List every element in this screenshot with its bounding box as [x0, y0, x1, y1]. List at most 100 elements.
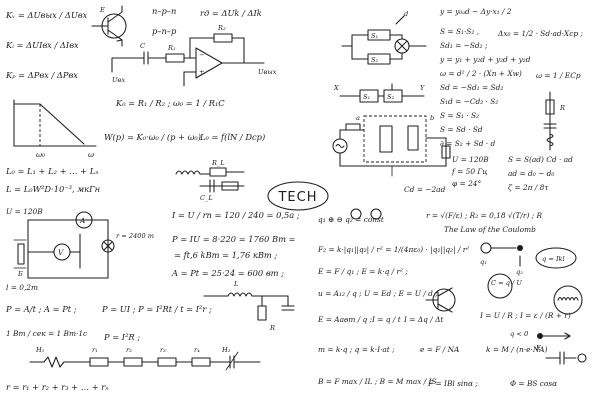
sd-formula: Sd = −Sd₁ = Sd₂: [440, 83, 503, 92]
op-amp-circuit: − + C R₁ R₂ Uвх Uвых: [111, 24, 277, 87]
x-label: X: [333, 84, 339, 92]
s4-formula: S = Sd · Sd: [440, 125, 483, 134]
ikl-circle: q = Ikl: [535, 247, 577, 269]
sensor-block-diagram: S₁ S₂ d: [341, 10, 427, 65]
b-label: b: [430, 114, 434, 122]
xw-formula: Δx₀ = 1/2 · Sd·ad·Xcp ;: [497, 29, 583, 38]
y-label: Y: [420, 84, 425, 92]
r-ef-formula: r = √(F/ε) ; R₂ = 0,18 √(T/r) ; R: [426, 211, 543, 220]
dashed-circuit: a b: [332, 114, 451, 177]
kp-formula: Kₚ = ΔPвх / ΔPвх: [5, 70, 78, 80]
cd-formula: Cd = −2ad: [404, 185, 446, 194]
lrc-network: L R: [203, 280, 295, 332]
h1-label: H₁: [35, 346, 44, 354]
s5-formula: ∂ = S₂ + Sd · d: [440, 139, 495, 148]
power2-formula: = ft,6 kВm = 1,76 кВт ;: [174, 250, 277, 260]
s3-formula: S = S₁ · S₂: [440, 111, 479, 120]
right-small-circuit: R: [543, 91, 565, 151]
xw2-formula: ω = d² / 2 · (Xn + Xw): [440, 69, 522, 78]
tech-badge: TECH: [267, 181, 329, 211]
ikl-formula: q = Ikl: [542, 255, 565, 263]
coulomb-label: The Law of the Coulomb: [444, 225, 536, 234]
capacitor-circle: C = q / U: [487, 273, 522, 299]
measurement-circuit: A V Б r = 2400 m: [13, 211, 154, 279]
svg-text:+: +: [199, 68, 205, 76]
e-fna-formula: e = F / NA: [420, 345, 459, 354]
cl-label: C_L: [200, 194, 213, 202]
voltmeter-icon: V: [53, 243, 71, 261]
rd-formula: rд = ΔUk / ΔIk: [200, 8, 262, 18]
resistor-chain: H₁ r₁ r₂ r₃ r₄ H₂: [29, 346, 261, 371]
q0-label: q < 0: [510, 330, 528, 338]
ammeter-icon: A: [75, 211, 93, 229]
mkq-formula: m = k·q ; q = k·I·at ;: [318, 345, 395, 354]
svg-text:R: R: [559, 104, 565, 112]
y1-formula: y = y₀ₐd − Δy·x₁ / 2: [439, 7, 512, 16]
b-formula: B = F max / IL ; B = M max / IS: [317, 377, 437, 386]
rheostat-label: r = 2400 m: [116, 232, 154, 240]
r1-label: R₁: [167, 44, 176, 52]
omega-label: ω: [88, 150, 94, 159]
s1-label: S₁: [371, 32, 378, 40]
s2-formula: S₁d = −Cd₂ · S₂: [440, 97, 498, 106]
pair-formula: y = y₁ + y₂d + y₂d + y₂d: [439, 55, 531, 64]
coulomb-formula: F₂ = k·|q₁||q₂| / r² = 1/(4πε₀) · |q₁||q…: [317, 245, 469, 254]
transistor-e-label: E: [99, 6, 105, 14]
battery-label: Б: [17, 270, 23, 278]
op-amp-icon: − +: [195, 47, 223, 79]
ko-formula: K₀ = R₁ / R₂ ; ω₀ = 1 / R₁C: [115, 98, 225, 108]
i-dq-formula: I = Δq / Δt: [403, 315, 443, 324]
work-formula: A = Pt = 25·24 = 600 вт ;: [171, 268, 284, 278]
lcp-formula: ω = 1 / ECp: [536, 71, 581, 80]
zeta-formula: ζ = 2π / 8τ: [508, 183, 549, 192]
sensor-block-diagram-2: X Y S₁ S₂: [333, 83, 425, 103]
k-mne-formula: k = M / (n·e·NA): [486, 345, 548, 354]
lw-formula: L = L₀W²D·10⁻³, мкГн: [5, 184, 100, 194]
r4-chain-label: r₄: [194, 346, 200, 354]
h2-label: H₂: [221, 346, 231, 354]
phi-b-formula: Φ = BS cosα: [510, 379, 557, 388]
uvh-label: Uвх: [112, 76, 125, 84]
e-arrow-label: E: [535, 344, 541, 352]
q-row: q₁ ⊕ ⊖ q₂ = const: [318, 215, 384, 224]
lsum-formula: L₀ = L₁ + L₂ + … + Lₙ: [5, 166, 99, 176]
f-ibl-formula: F = IBl sinα ;: [427, 379, 478, 388]
rl-cl-network: R_L C_L: [175, 159, 245, 202]
transistor-icon: E: [91, 5, 127, 47]
right-formula-stack: y = y₀ₐd − Δy·x₁ / 2 S = S₁·S₂ , Sd₁ = −…: [404, 7, 583, 194]
s1-formula: S = S₁·S₂ ,: [440, 27, 479, 36]
phi-label: φ = 24°: [452, 179, 481, 188]
wp-formula: W(p) = K₀·ω₀ / (p + ω₀): [104, 132, 201, 142]
q1-label: q₁: [480, 258, 487, 266]
p-at-formula: P = A/t ; A = Pt ;: [5, 304, 77, 314]
power-formula: P = IU = 8·220 = 1760 Bm =: [171, 234, 296, 244]
transistor-icon-2: [425, 287, 456, 313]
i-formula: I = q / t: [371, 315, 401, 324]
ohm-i-formula: I = U / rn = 120 / 240 = 0,5a ;: [171, 210, 300, 220]
rl-label: R_L: [211, 159, 225, 167]
dd-formula: ad = d₀ − d₀: [508, 169, 554, 178]
ohm-formula: I = U / R ; I = ε / (R + r): [479, 311, 571, 320]
charge-row: q₁ ⊕ ⊖ q₂ = const: [318, 208, 384, 224]
gain-formulas: Kᵥ = ΔUвых / ΔUвх Kᵢ = ΔUIвх / ΔIвх Kₚ =…: [5, 10, 88, 80]
e-formula: E = F / q₁ ; E = k·q / r² ;: [317, 267, 408, 276]
e-auto-formula: E = Aавт / q ;: [317, 315, 373, 324]
l-label: L: [233, 280, 238, 288]
p-ui-formula: P = UI ; P = I²Rt / t = I²r ;: [101, 304, 212, 314]
c-label: C: [140, 42, 145, 50]
omega-zero-label: ω₀: [36, 150, 45, 159]
u120-label: U = 120В: [6, 207, 43, 216]
svg-text:A: A: [79, 216, 85, 225]
sd1-formula: Sd₁ = −Sd₂ ;: [440, 41, 488, 50]
kv-formula: Kᵥ = ΔUвых / ΔUвх: [5, 10, 88, 20]
ki-formula: Kᵢ = ΔUIвх / ΔIвх: [5, 40, 79, 50]
s2-label-2: S₂: [387, 93, 395, 101]
s1-label-2: S₁: [363, 93, 370, 101]
charge-field-diagram: q₁ q₂: [480, 242, 523, 276]
d-label-top: d: [404, 10, 408, 18]
vq-formula: C = q / U: [491, 279, 522, 287]
frequency-plot: ω₀ ω: [13, 99, 97, 159]
tech-label: TECH: [277, 190, 317, 205]
u-formula: u = A₁₂ / q ; U = Ed ; E = U / d ;: [318, 289, 438, 298]
lo-formula: L₀ = f(lN / Dcp): [199, 132, 265, 142]
